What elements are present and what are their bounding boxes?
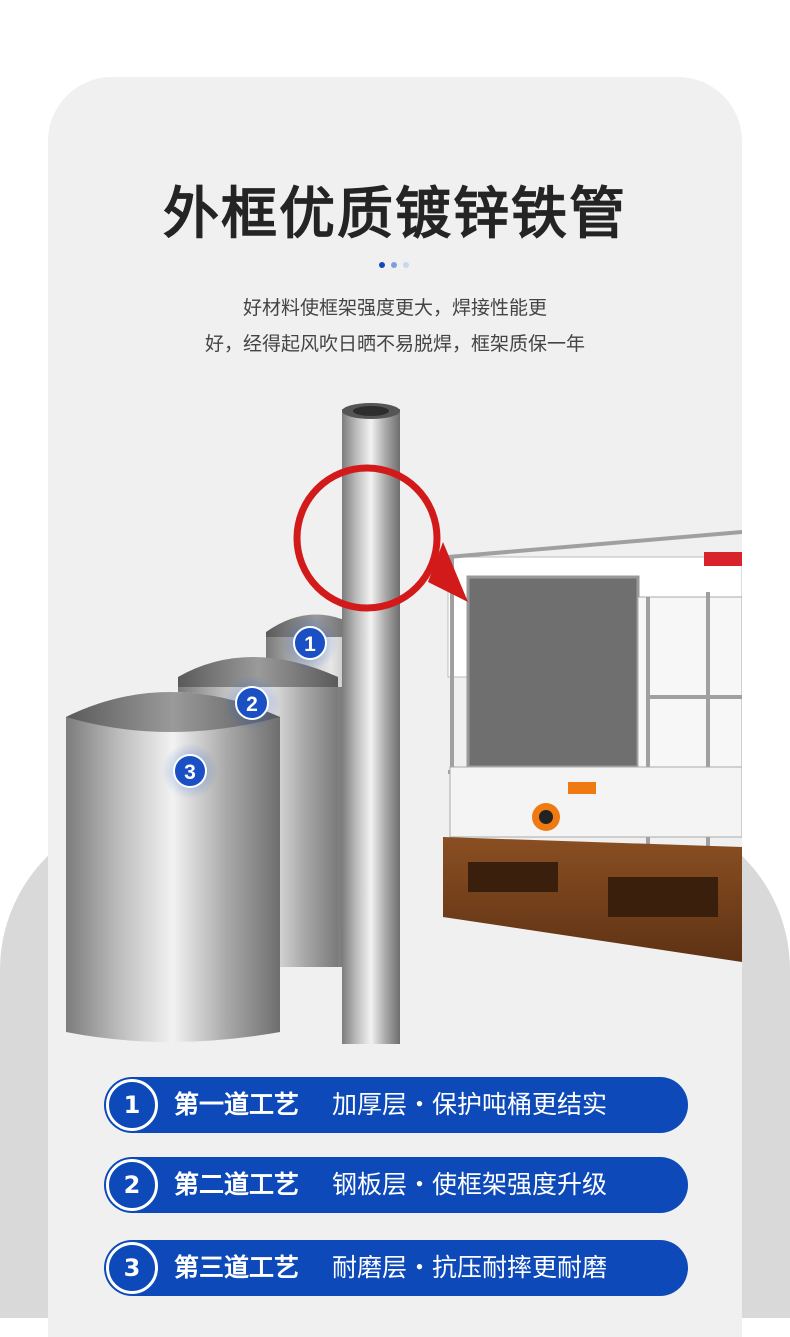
layer-3-sleeve bbox=[66, 692, 280, 1042]
step-2-text: 钢板层・使框架强度升级 bbox=[332, 1170, 608, 1199]
pipe-illustration: 1 2 3 bbox=[66, 403, 742, 1044]
zoom-highlight-ring bbox=[293, 464, 468, 612]
step-1-label: 第一道工艺 bbox=[174, 1090, 300, 1119]
layer-badge-3: 3 bbox=[162, 743, 218, 799]
description: 好材料使框架强度更大，焊接性能更 好，经得起风吹日晒不易脱焊，框架质保一年 bbox=[48, 290, 742, 362]
layer-badge-2: 2 bbox=[224, 675, 280, 731]
content-card: 外框优质镀锌铁管 好材料使框架强度更大，焊接性能更 好，经得起风吹日晒不易脱焊，… bbox=[48, 77, 742, 1337]
dot-1 bbox=[379, 262, 385, 268]
layer-badge-1: 1 bbox=[282, 615, 338, 671]
layer-badge-2-number: 2 bbox=[246, 693, 258, 716]
step-3-banner: 3 第三道工艺 耐磨层・抗压耐摔更耐磨 bbox=[104, 1240, 688, 1296]
layer-badge-3-number: 3 bbox=[184, 761, 196, 784]
step-1-banner: 1 第一道工艺 加厚层・保护吨桶更结实 bbox=[104, 1077, 688, 1133]
step-2-banner: 2 第二道工艺 钢板层・使框架强度升级 bbox=[104, 1157, 688, 1213]
layer-badge-1-number: 1 bbox=[304, 633, 316, 656]
step-3-number: 3 bbox=[106, 1242, 158, 1294]
title-divider-dots bbox=[377, 262, 417, 270]
page-title: 外框优质镀锌铁管 bbox=[163, 182, 627, 247]
ibc-tote-image bbox=[443, 530, 742, 962]
dot-3 bbox=[403, 262, 409, 268]
step-1-text: 加厚层・保护吨桶更结实 bbox=[332, 1090, 608, 1119]
step-2-number: 2 bbox=[106, 1159, 158, 1211]
step-2-label: 第二道工艺 bbox=[174, 1170, 300, 1199]
description-line-2: 好，经得起风吹日晒不易脱焊，框架质保一年 bbox=[204, 333, 585, 355]
description-line-1: 好材料使框架强度更大，焊接性能更 bbox=[242, 297, 547, 319]
inner-pipe bbox=[342, 403, 400, 1044]
step-1-number: 1 bbox=[106, 1079, 158, 1131]
step-3-text: 耐磨层・抗压耐摔更耐磨 bbox=[332, 1253, 608, 1282]
step-3-label: 第三道工艺 bbox=[174, 1253, 300, 1282]
dot-2 bbox=[391, 262, 397, 268]
